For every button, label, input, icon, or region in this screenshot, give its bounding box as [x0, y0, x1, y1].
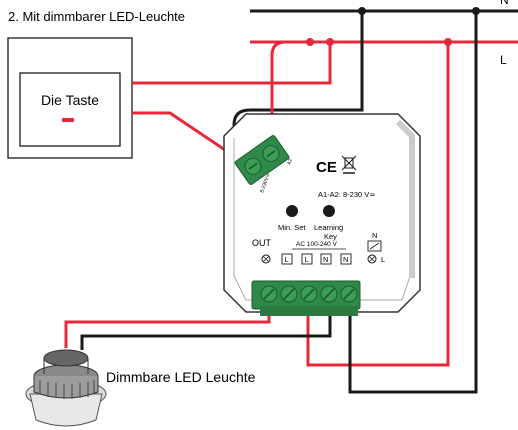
bottom-screw-5-slot: [343, 288, 355, 300]
terminal-l2-label: L: [305, 255, 309, 264]
lamp-cap-sides: [43, 358, 89, 374]
relay-out-symbol: [367, 254, 377, 264]
weee-bin-icon: [341, 155, 357, 174]
wire-module-live-top: [270, 40, 310, 150]
terminal-box-n1: [320, 253, 332, 265]
bottom-screw-2-slot: [283, 288, 295, 300]
bottom-screws: [260, 285, 358, 303]
diagram-title: 2. Mit dimmbarer LED-Leuchte: [8, 9, 185, 24]
lamp-lens: [29, 393, 103, 427]
junction-neutral-1: [358, 7, 366, 15]
terminal-n1-label: N: [323, 255, 328, 264]
out-terminal-symbol: [261, 254, 271, 264]
led-downlight-icon: [25, 349, 107, 427]
lamp-label: Dimmbare LED Leuchte: [106, 369, 256, 385]
dimmer-module: 8-230V≃ A2 CE A1-A2: 8-230 V≃ Min. Set L…: [223, 113, 421, 316]
terminal-l1-label: L: [285, 255, 289, 264]
junction-neutral-2: [472, 7, 480, 15]
out-terminal-cross: [262, 255, 270, 263]
top-terminal-block: [234, 135, 290, 185]
relay-contact: [369, 242, 380, 250]
neutral-label: N: [500, 0, 509, 7]
bottom-screw-3-slot: [303, 288, 315, 300]
learning-key-label-2: Key: [324, 232, 337, 241]
ce-mark: CE: [316, 159, 337, 176]
wire-lamp-neutral: [80, 305, 332, 350]
lamp-top-cap: [43, 349, 89, 367]
switch-button: [19, 72, 121, 147]
min-set-label: Min. Set: [278, 223, 306, 232]
relay-out-cross: [368, 255, 376, 263]
module-input-spec: A1-A2: 8-230 V≃: [318, 190, 376, 199]
terminal-box-n2: [340, 253, 352, 265]
bottom-terminal-block: [251, 280, 361, 316]
relay-n-label: N: [372, 231, 377, 240]
wire-output-neutral: [348, 11, 478, 394]
top-screw-1-slot: [248, 162, 258, 170]
ac-spec-label: AC 100-240 V: [296, 241, 337, 248]
out-label: OUT: [252, 238, 272, 248]
terminal-box-l2: [301, 253, 313, 265]
bottom-screw-1-slot: [263, 288, 275, 300]
lamp-heatsink-body: [33, 376, 99, 399]
junction-live-3: [306, 38, 314, 46]
learning-key-label-1: Learning: [314, 223, 343, 232]
wire-switch-live: [132, 42, 332, 85]
bottom-screw-4-slot: [323, 288, 335, 300]
min-set-button: [286, 205, 298, 217]
bottom-terminal-base: [260, 306, 358, 316]
wire-lamp-live: [64, 305, 271, 348]
learning-key-button: [323, 205, 335, 217]
wire-switch-module: [132, 111, 244, 164]
lamp-heatsink-fins: [39, 380, 95, 399]
relay-symbol: [367, 240, 382, 252]
switch-label: Die Taste: [41, 92, 99, 108]
junction-live-1: [326, 38, 334, 46]
live-label: L: [500, 53, 507, 67]
junction-live-2: [444, 38, 452, 46]
switch-indicator-led: [62, 118, 74, 122]
terminal-n2-label: N: [343, 255, 348, 264]
relay-l-label: L: [381, 255, 385, 264]
wall-switch: Die Taste: [7, 37, 133, 159]
module-edge-shade: [395, 119, 415, 278]
top-screw-2-slot: [266, 150, 276, 158]
wire-module-neutral-top: [232, 11, 364, 150]
module-side-spec-2: A2: [286, 158, 294, 166]
terminal-box-l1: [281, 253, 293, 265]
